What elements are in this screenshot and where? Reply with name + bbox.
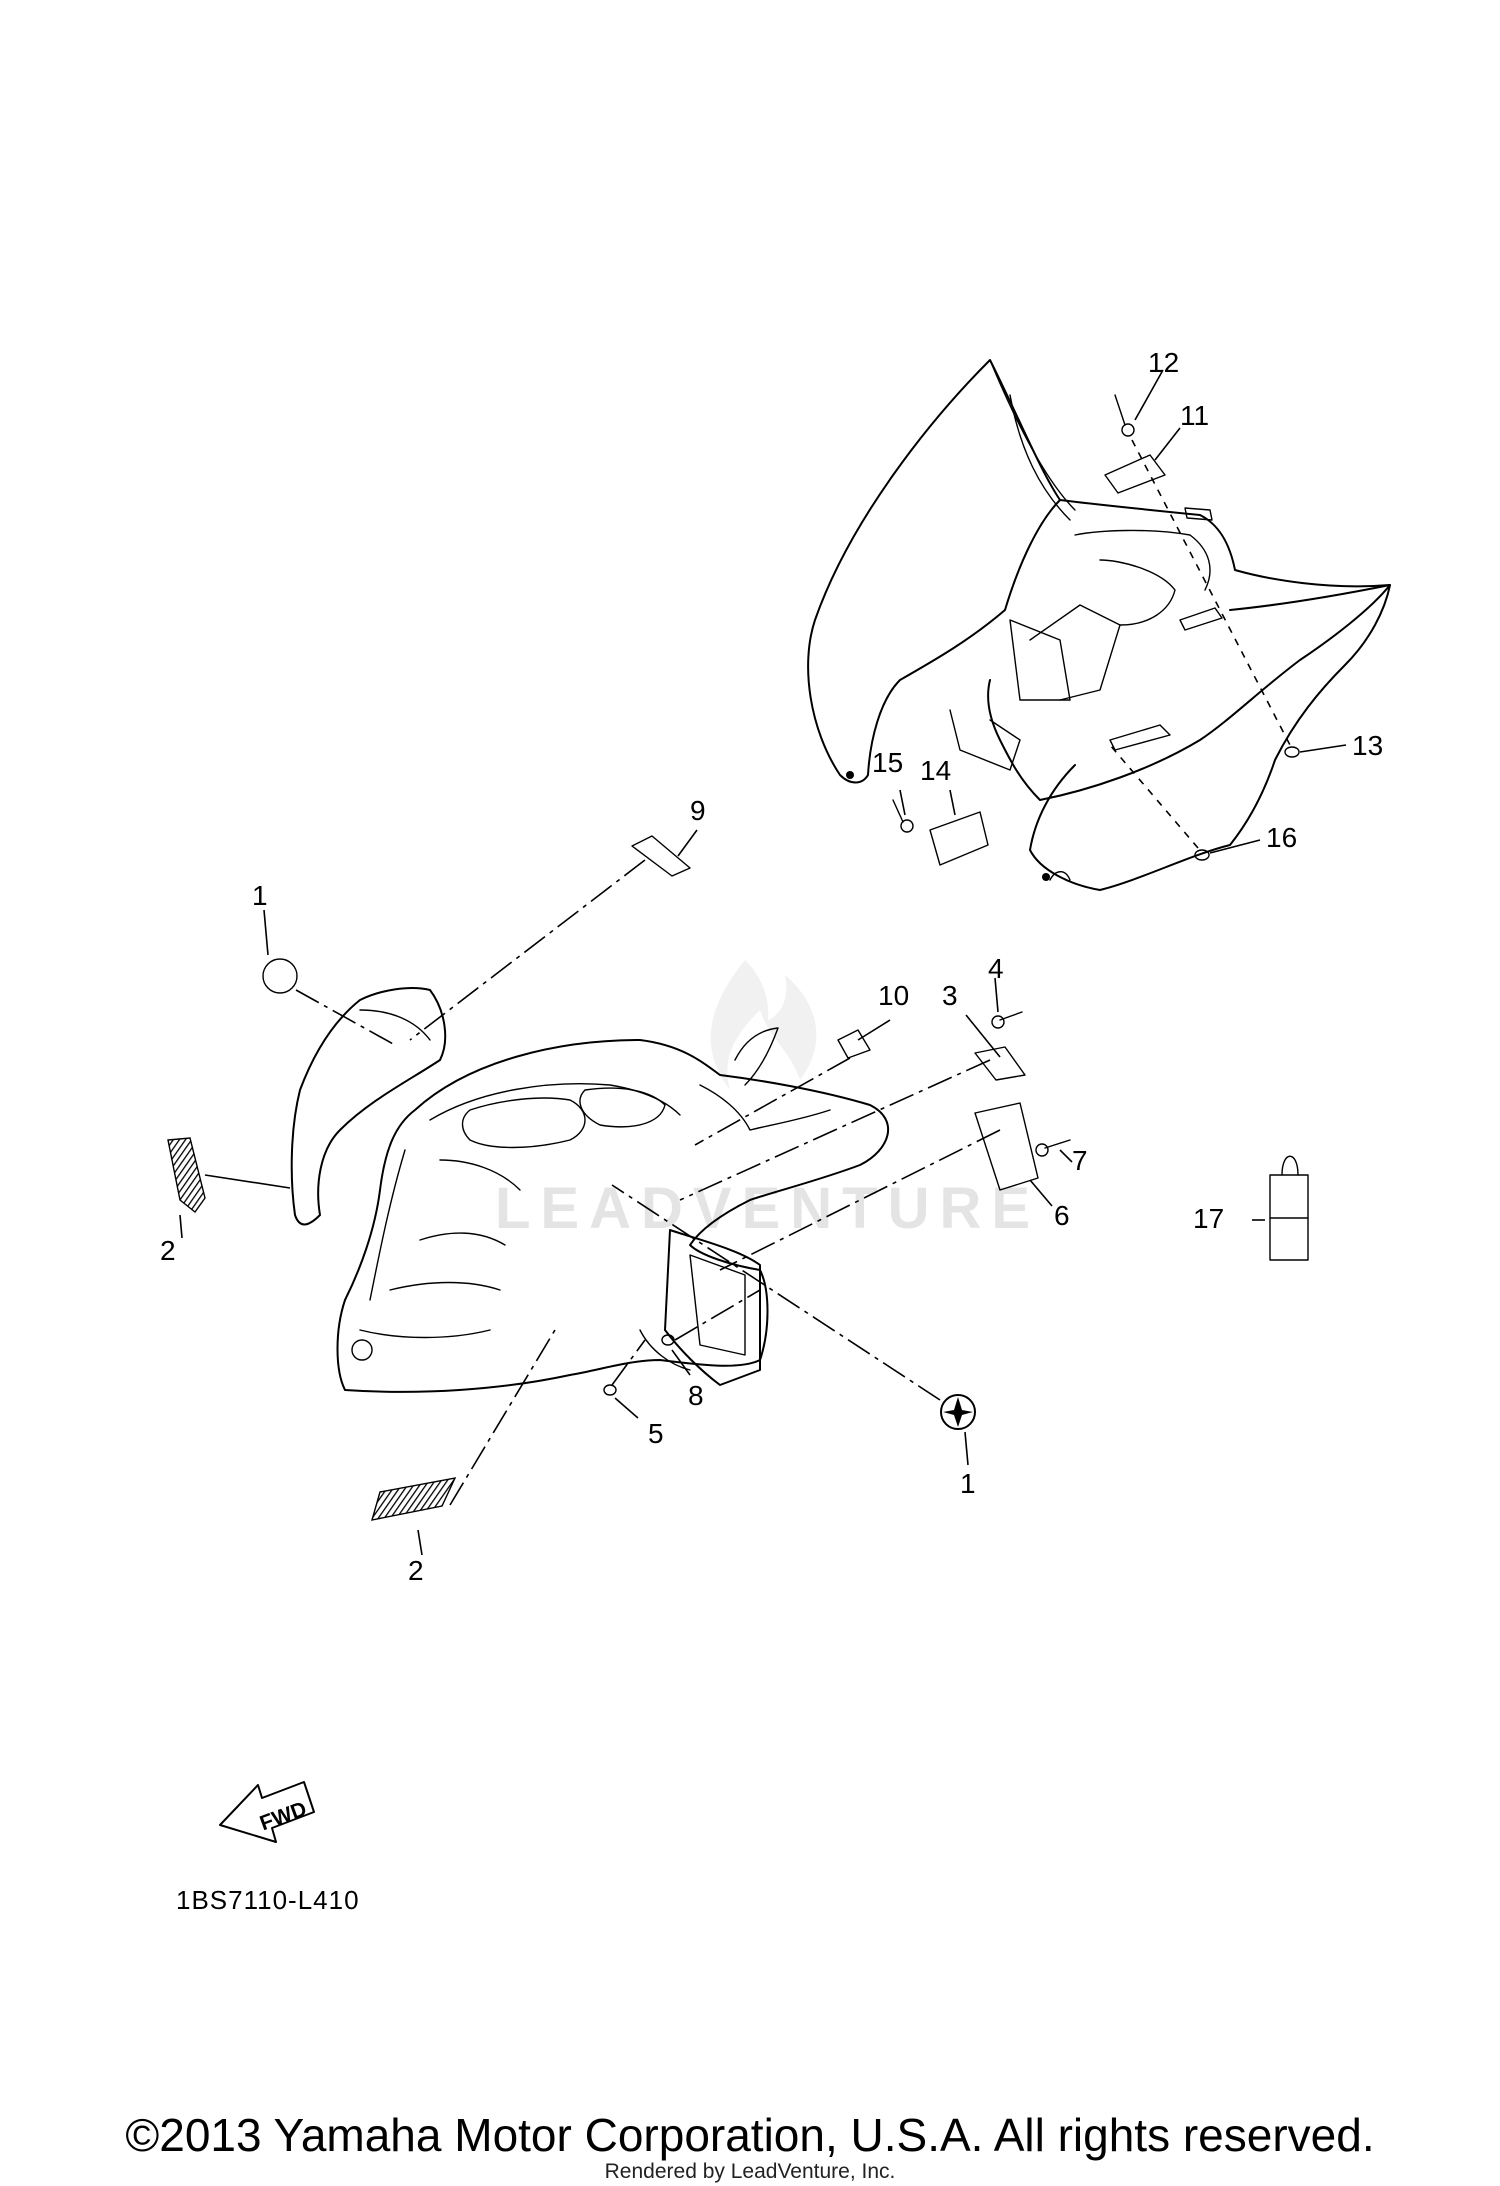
leader-lines [179,369,1347,1556]
rivet-part [892,799,914,833]
callout-label: 13 [1352,730,1383,761]
callout-label: 7 [1072,1145,1088,1176]
callout-label: 14 [920,755,951,786]
callout-label: 9 [690,795,706,826]
callout-label: 10 [878,980,909,1011]
callout-label: 2 [408,1555,424,1586]
label-part [631,835,691,877]
callout-label: 16 [1266,822,1297,853]
callout-label: 12 [1148,347,1179,378]
washer-part [661,1334,675,1346]
copyright-text: ©2013 Yamaha Motor Corporation, U.S.A. A… [125,2109,1375,2161]
callout-label: 6 [1054,1200,1070,1231]
bolt-part [991,1011,1023,1029]
callout-label: 1 [960,1468,976,1499]
diagram-code: 1BS7110-L410 [176,1885,360,1915]
callout-label: 5 [648,1418,664,1449]
callout-label: 4 [988,953,1004,984]
callout-label: 2 [160,1235,176,1266]
rendered-by-text: Rendered by LeadVenture, Inc. [604,2160,896,2183]
emblem-part [940,1394,976,1430]
plate-part [974,1102,1039,1191]
decal-part [371,1477,457,1521]
callout-label: 8 [688,1380,704,1411]
washer-part [603,1384,617,1396]
rivet-part [1114,394,1135,437]
label-part [929,811,989,866]
decal-part [167,1137,206,1214]
plate-part [974,1046,1026,1081]
fwd-arrow-icon: FWD [219,1781,315,1843]
callout-label: 1 [252,880,268,911]
bolt-part [1035,1139,1071,1157]
callout-label: 17 [1193,1203,1224,1234]
tag-part [1269,1155,1309,1261]
front-fender-drawing [290,987,890,1393]
callout-label: 3 [942,980,958,1011]
nut-part [1194,849,1210,861]
nut-part [1284,746,1300,758]
svg-text:FWD: FWD [257,1797,310,1835]
label-part [1104,454,1166,494]
emblem-blank-part [262,958,298,994]
watermark-logo [710,960,817,1090]
label-part [837,1029,871,1059]
watermark-text: LEADVENTURE [495,1176,1040,1241]
callout-label: 15 [872,747,903,778]
rear-fender-drawing [807,359,1391,891]
callout-label: 11 [1180,400,1209,431]
